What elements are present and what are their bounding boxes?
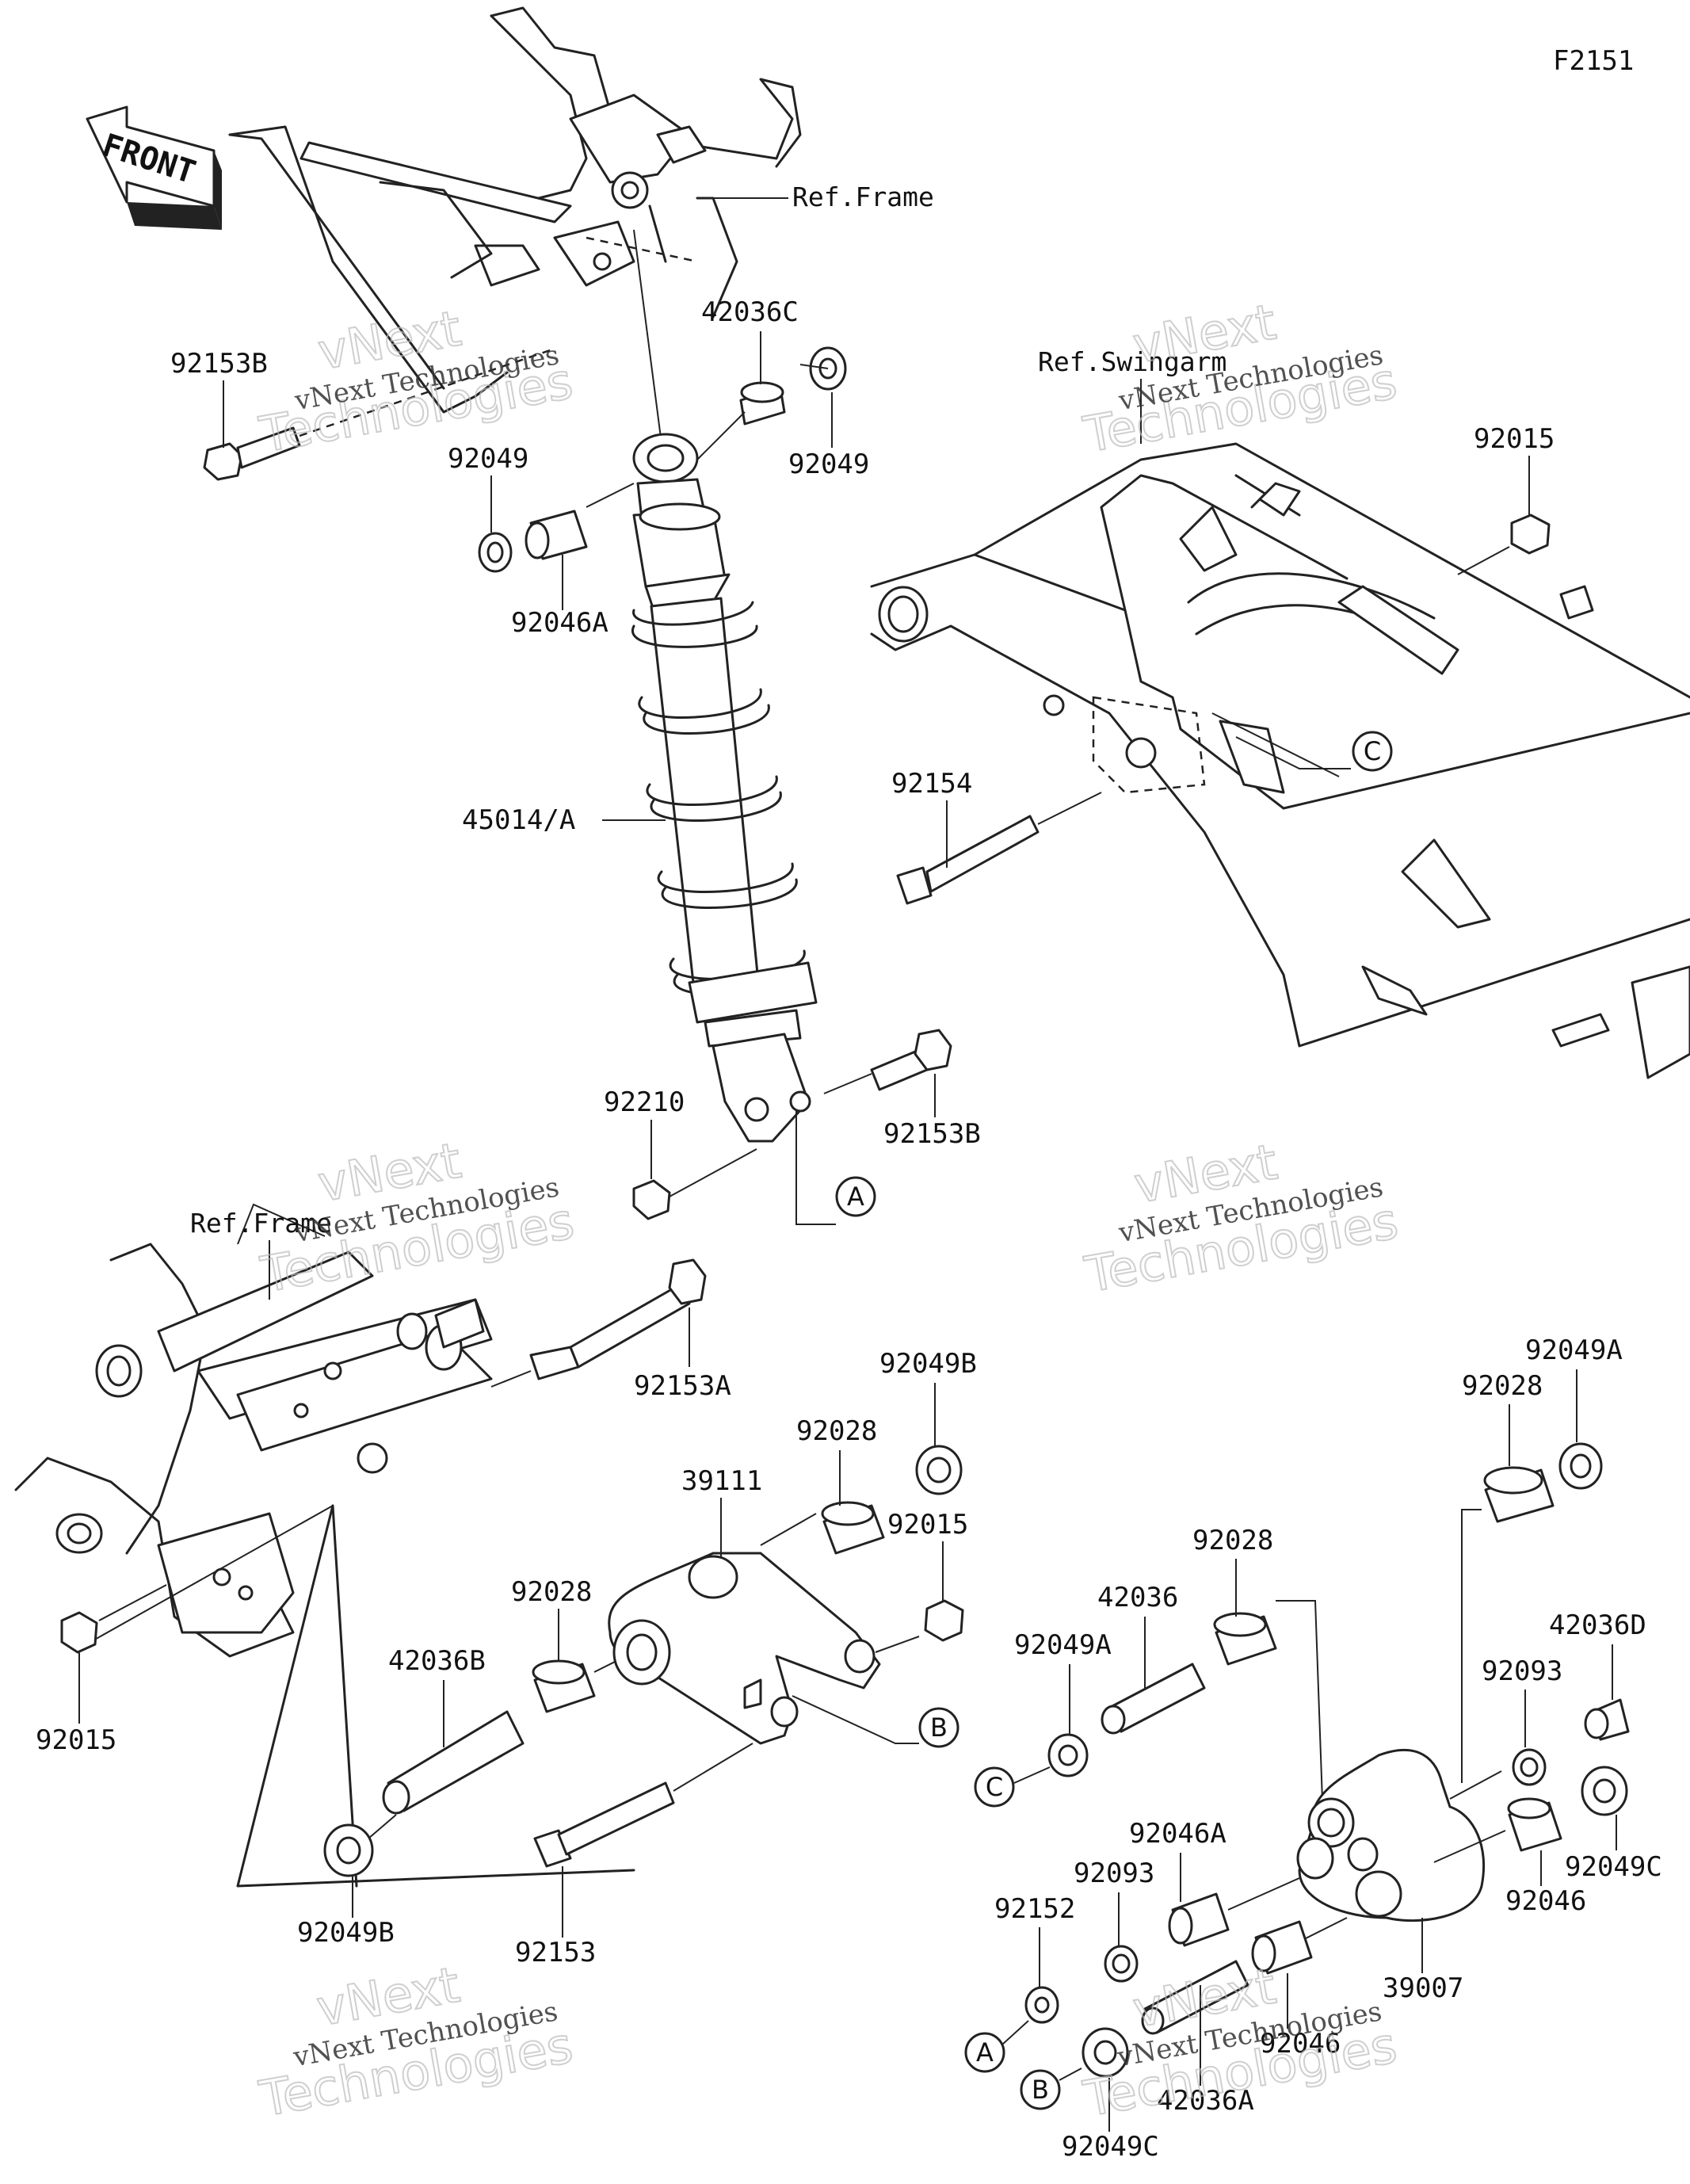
frame-bottom-illustration: [14, 1203, 635, 1888]
label-92049-left: 92049: [448, 443, 528, 475]
label-92153B-top: 92153B: [170, 348, 268, 380]
label-42036A: 42036A: [1157, 2085, 1254, 2117]
label-92049B-top: 92049B: [879, 1348, 977, 1380]
shock-absorber-45014A: [586, 229, 818, 1143]
label-42036: 42036: [1097, 1582, 1178, 1613]
label-92153: 92153: [515, 1937, 596, 1968]
bearing-92046A-top: [525, 510, 588, 560]
callout-a-mid: A: [795, 1109, 876, 1225]
label-92015-left: 92015: [36, 1724, 116, 1756]
label-39007: 39007: [1383, 1972, 1463, 2004]
ref-frame-bottom-label: Ref.Frame: [190, 1208, 332, 1239]
frame-top-illustration: [228, 6, 802, 414]
collar-42036B: [382, 1710, 525, 1815]
washer-92049-left: [478, 532, 513, 573]
nut-92015-mid: [924, 1599, 964, 1642]
label-42036C: 42036C: [701, 296, 799, 328]
washer-92093-top: [1512, 1748, 1547, 1786]
label-92015-top: 92015: [1474, 423, 1555, 455]
label-92046A-bottom: 92046A: [1129, 1818, 1226, 1850]
label-92153A: 92153A: [634, 1370, 731, 1402]
label-92046-bottom: 92046: [1260, 2028, 1341, 2060]
ref-frame-top-label: Ref.Frame: [792, 181, 934, 212]
label-92154: 92154: [891, 768, 972, 800]
washer-92049C-right: [1581, 1766, 1628, 1816]
link-39111: [608, 1513, 920, 1745]
svg-text:B: B: [1032, 2075, 1049, 2105]
label-92015-mid: 92015: [887, 1509, 968, 1541]
label-92049C-bottom: 92049C: [1062, 2131, 1159, 2163]
callout-b-bottom: B: [1020, 2068, 1082, 2110]
label-45014A: 45014/A: [462, 804, 575, 836]
callout-b-mid: B: [792, 1695, 959, 1748]
svg-text:A: A: [847, 1182, 864, 1212]
diagram-code: F2151: [1553, 45, 1634, 77]
label-92049B-bottom: 92049B: [297, 1917, 395, 1949]
collar-42036D: [1584, 1698, 1630, 1741]
bolt-92153: [533, 1743, 753, 1868]
label-92093-bottom: 92093: [1074, 1858, 1154, 1889]
collar-42036: [1101, 1663, 1206, 1735]
callout-c-bottom: C: [974, 1766, 1051, 1808]
swingarm-illustration: [870, 442, 1690, 1079]
svg-text:A: A: [976, 2037, 994, 2068]
washer-92049B-bottom: [323, 1814, 397, 1877]
bearing-92046: [1507, 1797, 1562, 1852]
callout-c-top: C: [1235, 731, 1393, 772]
bolt-92154: [896, 792, 1102, 905]
label-92049A-top: 92049A: [1525, 1334, 1623, 1366]
front-arrow-icon: FRONT: [86, 105, 222, 230]
label-92049C-right: 92049C: [1565, 1851, 1662, 1883]
svg-text:C: C: [986, 1772, 1003, 1802]
label-92028-d: 92028: [1462, 1370, 1543, 1402]
bolt-92153B-mid: [823, 1029, 952, 1094]
rocker-39007: [1227, 1748, 1506, 1958]
watermark-1: vNext Technologies vNext Technologies: [254, 299, 578, 465]
label-92046: 92046: [1505, 1885, 1586, 1917]
label-42036D: 42036D: [1549, 1609, 1646, 1641]
label-92028-a: 92028: [796, 1415, 877, 1447]
bearing-92046A-bottom: [1168, 1892, 1230, 1947]
sleeve-92028-c: [1213, 1600, 1324, 1823]
label-92028-b: 92028: [511, 1576, 592, 1608]
label-92210: 92210: [604, 1086, 685, 1118]
nut-92015-top: [1457, 514, 1551, 575]
label-92049-right: 92049: [788, 449, 869, 480]
collar-42036A: [1141, 1960, 1249, 2035]
label-92028-c: 92028: [1192, 1525, 1273, 1556]
watermark-4: vNext Technologies vNext Technologies: [1080, 1132, 1403, 1304]
svg-text:C: C: [1364, 736, 1381, 766]
bolt-92153B-top: [203, 347, 555, 481]
label-92046A-top: 92046A: [511, 607, 608, 639]
label-92093-top: 92093: [1482, 1655, 1562, 1687]
bolt-92153A: [490, 1258, 707, 1388]
washer-92049A-top: [1558, 1442, 1603, 1490]
collar-42036C: [739, 381, 786, 426]
washer-92049A-mid: [1047, 1733, 1089, 1777]
label-92049A-mid: 92049A: [1014, 1629, 1112, 1661]
washer-92152: [1024, 1986, 1059, 2024]
sleeve-92028-d: [1461, 1466, 1555, 1783]
label-92152: 92152: [994, 1893, 1075, 1925]
callout-a-bottom: A: [964, 2020, 1029, 2073]
label-92153B-mid: 92153B: [883, 1118, 981, 1150]
svg-text:B: B: [930, 1712, 948, 1743]
sleeve-92028-a: [821, 1501, 885, 1555]
washer-92093-bottom: [1104, 1945, 1139, 1983]
bearing-92046-bottom: [1251, 1920, 1313, 1975]
washer-92049C-bottom: [1082, 2027, 1129, 2078]
washer-92049B-top: [915, 1445, 963, 1495]
nut-92015-left: [60, 1584, 167, 1654]
nut-92210: [632, 1148, 757, 1220]
ref-swingarm-label: Ref.Swingarm: [1038, 346, 1226, 377]
sleeve-92028-b: [532, 1655, 627, 1713]
label-39111: 39111: [681, 1465, 762, 1497]
label-42036B: 42036B: [388, 1645, 486, 1677]
